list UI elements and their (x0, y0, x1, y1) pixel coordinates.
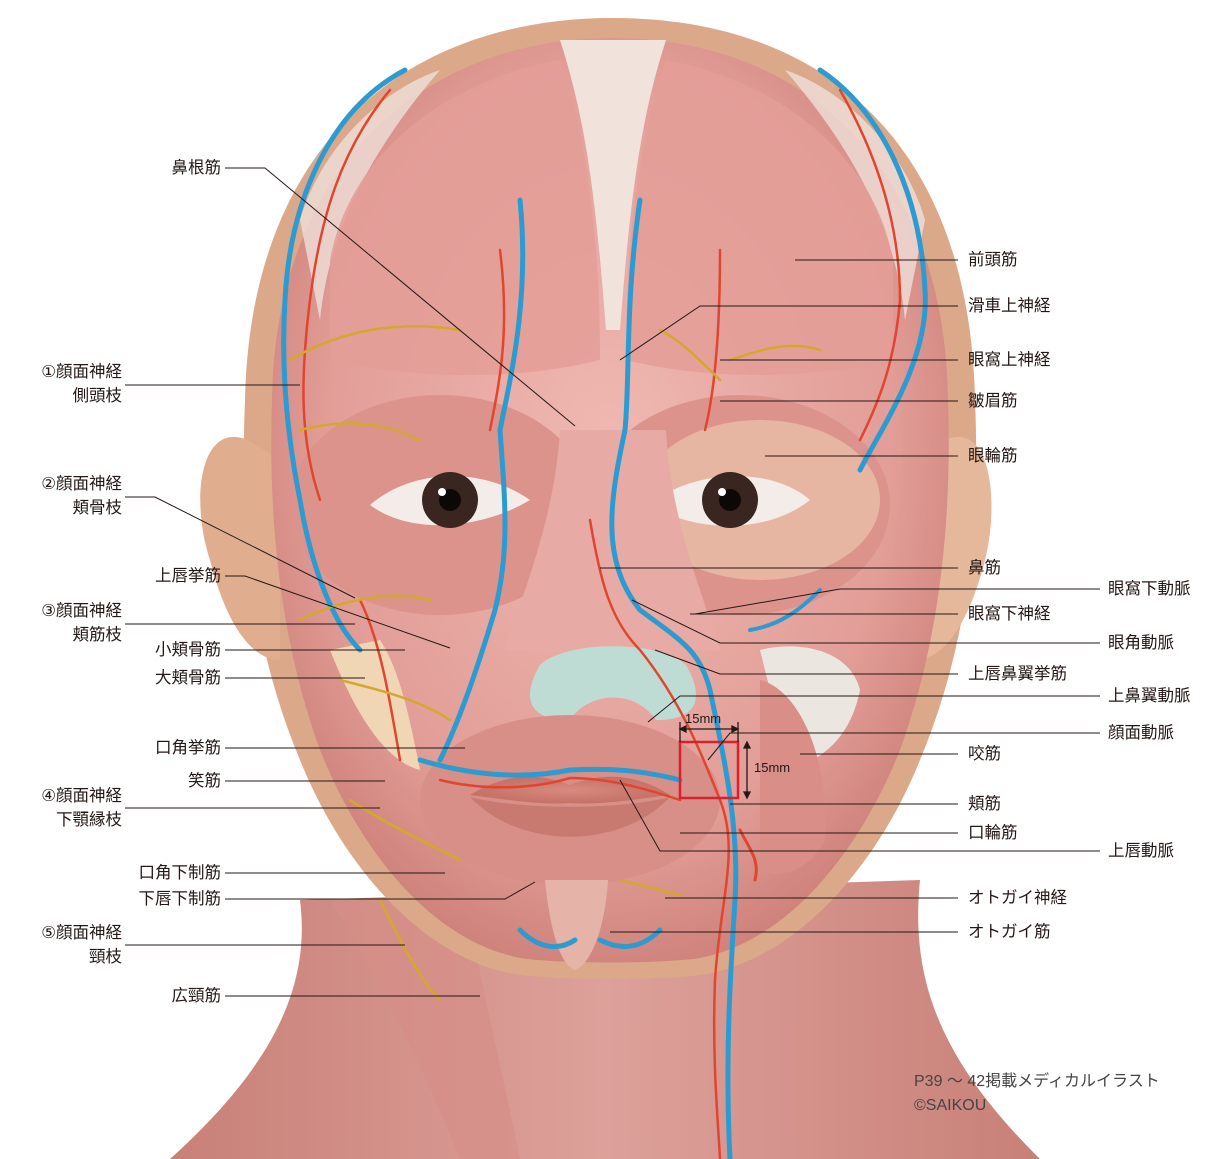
label-depressor-labii-inferioris: 下唇下制筋 (139, 888, 222, 910)
label-mental-nerve: オトガイ神経 (968, 887, 1067, 909)
label-supraorbital-nerve: 眼窩上神経 (968, 349, 1051, 371)
label-nasal-root-muscle: 鼻根筋 (172, 157, 222, 179)
label-facial-nerve-buccal-line2: 頬筋枝 (41, 623, 122, 647)
label-facial-nerve-temporal-line1: ①顔面神経 (41, 360, 122, 384)
label-zygomaticus-minor: 小頬骨筋 (155, 639, 221, 661)
left-ear (200, 437, 280, 660)
label-buccinator: 頬筋 (968, 793, 1001, 815)
label-facial-nerve-zygomatic-line1: ②顔面神経 (41, 472, 122, 496)
label-zygomaticus-major: 大頬骨筋 (155, 667, 221, 689)
label-facial-nerve-temporal-line2: 側頭枝 (41, 384, 122, 408)
label-facial-nerve-temporal: ①顔面神経 側頭枝 (41, 360, 122, 408)
label-superior-alar-artery: 上鼻翼動脈 (1108, 685, 1191, 707)
label-frontalis: 前頭筋 (968, 249, 1018, 271)
label-masseter: 咬筋 (968, 743, 1001, 765)
label-corrugator: 皺眉筋 (968, 390, 1018, 412)
label-facial-nerve-buccal: ③顔面神経 頬筋枝 (41, 599, 122, 647)
label-supratrochlear-nerve: 滑車上神経 (968, 295, 1051, 317)
label-platysma: 広頸筋 (172, 985, 222, 1007)
label-facial-nerve-cervical-line2: 頸枝 (41, 945, 122, 969)
label-facial-nerve-zygomatic-line2: 頬骨枝 (41, 496, 122, 520)
label-mentalis: オトガイ筋 (968, 921, 1051, 943)
label-risorius: 笑筋 (188, 770, 221, 792)
credit-line1: P39 ～ 42掲載メディカルイラスト (914, 1070, 1160, 1094)
label-facial-nerve-buccal-line1: ③顔面神経 (41, 599, 122, 623)
label-facial-nerve-mandibular: ④顔面神経 下顎縁枝 (41, 784, 122, 832)
label-infraorbital-nerve: 眼窩下神経 (968, 603, 1051, 625)
label-facial-nerve-mandibular-line2: 下顎縁枝 (41, 808, 122, 832)
label-superior-labial-artery: 上唇動脈 (1108, 840, 1174, 862)
label-nasalis: 鼻筋 (968, 557, 1001, 579)
label-facial-nerve-mandibular-line1: ④顔面神経 (41, 784, 122, 808)
label-facial-artery: 顔面動脈 (1108, 722, 1174, 744)
label-levator-labii: 上唇挙筋 (155, 565, 221, 587)
label-depressor-anguli-oris: 口角下制筋 (139, 862, 222, 884)
dimension-height-label: 15mm (754, 760, 790, 775)
label-facial-nerve-cervical-line1: ⑤顔面神経 (41, 921, 122, 945)
dimension-width-label: 15mm (685, 711, 721, 726)
label-levator-labii-alaeque-nasi: 上唇鼻翼挙筋 (968, 663, 1067, 685)
label-angular-artery: 眼角動脈 (1108, 632, 1174, 654)
label-levator-anguli-oris: 口角挙筋 (155, 737, 221, 759)
label-infraorbital-artery: 眼窩下動脈 (1108, 578, 1191, 600)
credit: P39 ～ 42掲載メディカルイラスト ©SAIKOU (914, 1070, 1160, 1118)
label-orbicularis-oculi: 眼輪筋 (968, 445, 1018, 467)
label-facial-nerve-cervical: ⑤顔面神経 頸枝 (41, 921, 122, 969)
credit-line2: ©SAIKOU (914, 1094, 1160, 1118)
label-orbicularis-oris: 口輪筋 (968, 822, 1018, 844)
label-facial-nerve-zygomatic: ②顔面神経 頬骨枝 (41, 472, 122, 520)
